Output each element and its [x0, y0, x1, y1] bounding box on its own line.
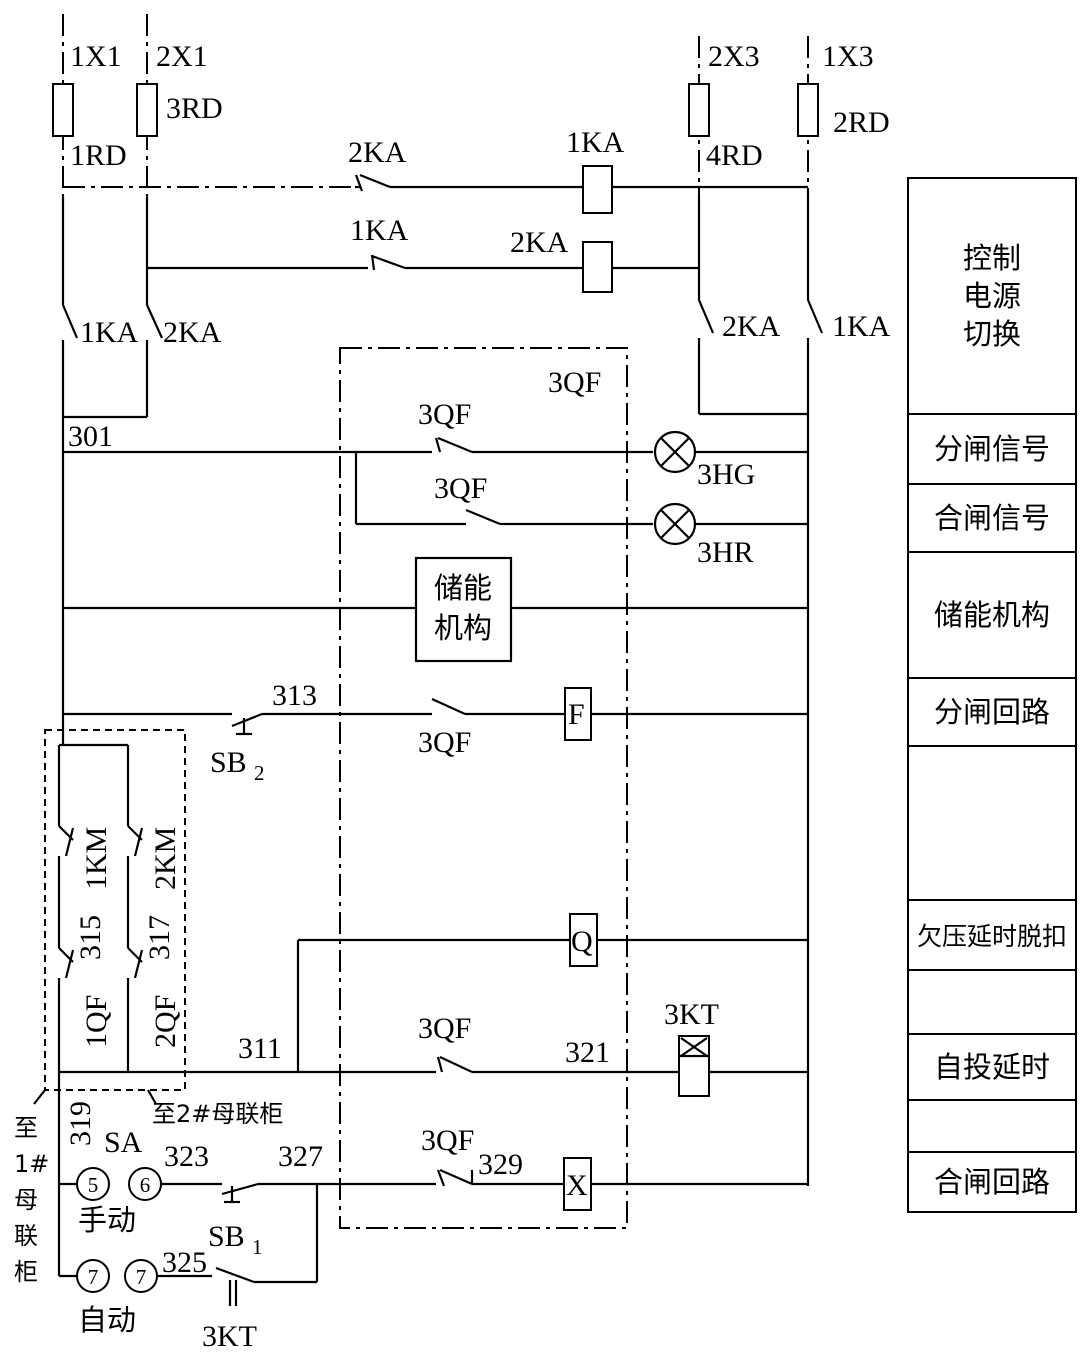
sb1-subscript: 1 [252, 1235, 263, 1259]
node-325-label: 325 [162, 1246, 207, 1279]
fuse-4rd-label: 4RD [706, 139, 763, 172]
fuse-2rd [797, 83, 819, 137]
left-1ka-label: 1KA [80, 316, 139, 349]
sa-pos-5: 5 [88, 1173, 99, 1197]
right-2ka-label: 2KA [722, 310, 781, 343]
relay-1ka-coil-label: 1KA [566, 126, 625, 159]
storage-label-line2: 机构 [434, 611, 492, 645]
sa-pos-7-left: 7 [88, 1265, 99, 1289]
fuse-1rd-label: 1RD [70, 139, 127, 172]
panel-label: 合闸回路 [934, 1165, 1050, 1199]
coil-f-label: F [568, 698, 585, 731]
to-2-bus-label: 至2#母联柜 [152, 1100, 283, 1128]
open-signal-circuit [63, 430, 808, 474]
qf1-label: 1QF [80, 995, 113, 1048]
terminal-1x3-label: 1X3 [822, 40, 874, 73]
panel-label: 切换 [963, 317, 1021, 351]
leader-to-1-bus [33, 1089, 46, 1105]
panel-label: 自投延时 [934, 1050, 1050, 1084]
undervoltage-circuit [296, 913, 808, 1072]
relay-2ka-coil-label: 2KA [510, 226, 569, 259]
node-315-label: 315 [74, 915, 107, 960]
lamp-3hr-label: 3HR [697, 536, 754, 569]
timer-3kt-contact-label: 3KT [202, 1320, 257, 1353]
breaker-3qf-enclosure [339, 347, 628, 1229]
storage-label-line1: 储能 [434, 571, 492, 605]
to-1-bus-char-5: 柜 [14, 1258, 38, 1286]
to-1-bus-char-4: 联 [14, 1222, 38, 1250]
right-1ka-label: 1KA [832, 310, 891, 343]
node-313-label: 313 [272, 679, 317, 712]
left-2ka-label: 2KA [163, 316, 222, 349]
fuse-3rd-label: 3RD [166, 92, 223, 125]
node-319-label: 319 [64, 1101, 97, 1146]
right-changeover-contacts [697, 190, 824, 1186]
relay-2ka-contact-label: 2KA [348, 136, 407, 169]
fuse-2rd-label: 2RD [833, 106, 890, 139]
lamp-3hg-label: 3HG [697, 458, 755, 491]
sa-pos-6: 6 [140, 1173, 151, 1197]
closing-circuit [57, 1072, 808, 1306]
km2-label: 2KM [149, 827, 182, 890]
interlock-box [44, 729, 186, 1091]
sa-label: SA [104, 1126, 143, 1159]
panel-label: 分闸回路 [934, 695, 1050, 729]
breaker-3qf-enclosure-label: 3QF [548, 366, 601, 399]
panel-label: 储能机构 [934, 598, 1050, 632]
coil-q-label: Q [571, 925, 593, 958]
left-changeover-contacts [61, 195, 164, 452]
node-323-label: 323 [164, 1140, 209, 1173]
opening-3qf-label: 3QF [418, 726, 471, 759]
fuse-1rd [52, 83, 74, 137]
panel-label: 控制 [963, 241, 1021, 275]
node-321-label: 321 [565, 1036, 610, 1069]
relay-row-2 [147, 241, 699, 293]
node-311-label: 311 [238, 1032, 282, 1065]
sb2-label: SB [210, 746, 247, 779]
manual-label: 手动 [78, 1203, 136, 1237]
fuse-4rd [688, 83, 710, 137]
closing-3qf-label: 3QF [421, 1124, 474, 1157]
terminal-2x3-label: 2X3 [708, 40, 760, 73]
panel-label: 分闸信号 [934, 432, 1050, 466]
node-317-label: 317 [143, 915, 176, 960]
interlock-contacts [57, 743, 144, 1072]
terminal-1x1-label: 1X1 [70, 40, 122, 73]
auto-transfer-delay-circuit [59, 1035, 808, 1097]
relay-1ka-contact-label: 1KA [350, 214, 409, 247]
sb1-label: SB [208, 1220, 245, 1253]
close-3qf-label: 3QF [434, 472, 487, 505]
to-1-bus-char-1: 至 [14, 1114, 38, 1142]
open-3qf-label: 3QF [418, 398, 471, 431]
km1-label: 1KM [80, 827, 113, 890]
terminal-2x1-label: 2X1 [156, 40, 208, 73]
sa-pos-7-right: 7 [136, 1265, 147, 1289]
sb2-subscript: 2 [254, 761, 265, 785]
panel-label: 电源 [963, 279, 1021, 313]
storage-mechanism [63, 556, 808, 663]
node-327-label: 327 [278, 1140, 323, 1173]
node-329-label: 329 [478, 1148, 523, 1181]
panel-label: 合闸信号 [934, 501, 1050, 535]
to-1-bus-char-2: 1# [14, 1150, 49, 1178]
relay-row-1 [354, 165, 808, 214]
leader-to-2-bus [147, 1089, 157, 1105]
opening-circuit [63, 687, 808, 741]
qf2-label: 2QF [149, 995, 182, 1048]
fuse-3rd [136, 83, 158, 137]
to-1-bus-char-3: 母 [14, 1186, 38, 1214]
auto-label: 自动 [78, 1303, 136, 1337]
node-301-label: 301 [68, 420, 113, 453]
close-signal-circuit [354, 452, 808, 546]
panel-label: 欠压延时脱扣 [917, 922, 1067, 951]
coil-x-label: X [566, 1169, 588, 1202]
timer-3kt-label: 3KT [664, 998, 719, 1031]
delay-3qf-label: 3QF [418, 1012, 471, 1045]
